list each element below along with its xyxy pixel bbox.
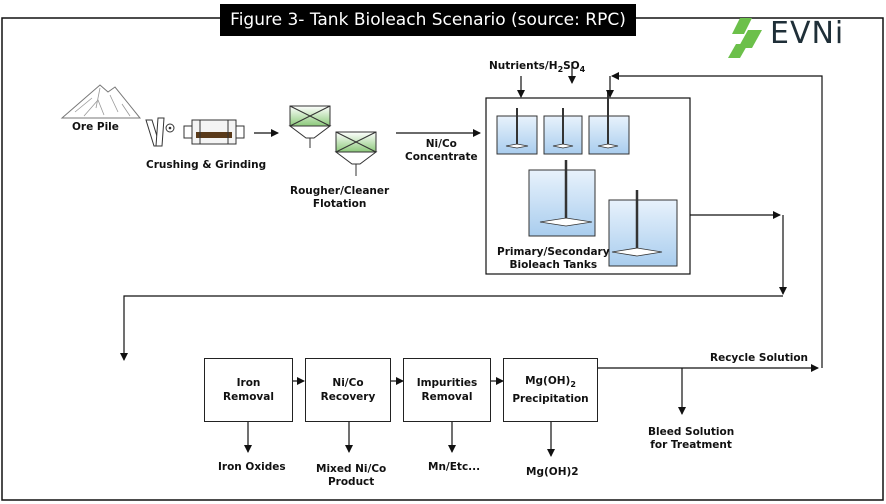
- flotation-label: Rougher/Cleaner Flotation: [290, 185, 389, 211]
- mixed-product-label: Mixed Ni/Co Product: [316, 463, 386, 489]
- flotation-cell-2-icon: [334, 131, 378, 176]
- bioleach-tanks-label: Primary/Secondary Bioleach Tanks: [497, 246, 610, 272]
- mgoh2-output-label: Mg(OH)2: [526, 466, 579, 478]
- concentrate-label: Ni/Co Concentrate: [405, 138, 478, 164]
- crushing-label: Crushing & Grinding: [146, 159, 267, 171]
- tank-3-icon: [588, 92, 630, 155]
- concentrate-label-line2: Concentrate: [405, 151, 478, 163]
- iron-removal-box: Iron Removal: [204, 358, 293, 422]
- box-line1-sub: 2: [570, 380, 576, 390]
- mixed-product-line1: Mixed Ni/Co: [316, 463, 387, 475]
- nutrients-sub: 2: [557, 65, 564, 75]
- concentrate-label-line1: Ni/Co: [425, 138, 457, 150]
- ore-pile-icon: [60, 84, 142, 119]
- mixed-product-line2: Product: [327, 476, 375, 488]
- evni-logo-icon: [728, 18, 762, 58]
- box-line2: Removal: [223, 391, 274, 403]
- flotation-cell-1-icon: [288, 105, 332, 148]
- nutrients-text: Nutrients/H: [489, 60, 558, 72]
- tank-1-icon: [496, 108, 538, 155]
- box-line2: Precipitation: [512, 393, 589, 406]
- ore-pile-label: Ore Pile: [72, 121, 119, 133]
- bleed-label-line2: for Treatment: [650, 439, 732, 451]
- impurities-removal-box: Impurities Removal: [403, 358, 491, 422]
- tank-4-icon: [528, 160, 596, 237]
- flotation-label-line2: Flotation: [312, 198, 367, 210]
- tank-2-icon: [543, 108, 583, 155]
- bleed-solution-label: Bleed Solution for Treatment: [648, 426, 734, 452]
- bleed-label-line1: Bleed Solution: [648, 426, 735, 438]
- nico-recovery-box: Ni/Co Recovery: [305, 358, 391, 422]
- logo-wordmark: EVNi: [770, 16, 845, 51]
- nutrients-sub2: 4: [579, 65, 586, 75]
- box-line1-text: Mg(OH): [525, 374, 571, 387]
- figure-title: Figure 3- Tank Bioleach Scenario (source…: [220, 4, 636, 36]
- tanks-label-line1: Primary/Secondary: [497, 246, 610, 258]
- flotation-label-line1: Rougher/Cleaner: [290, 185, 390, 197]
- box-line1: Impurities: [416, 377, 478, 389]
- box-line1: Ni/Co: [332, 377, 364, 389]
- nutrients-label: Nutrients/H2SO4: [489, 60, 585, 76]
- recycle-solution-label: Recycle Solution: [710, 352, 809, 364]
- arrow-recycle-return: [611, 72, 823, 368]
- mn-etc-label: Mn/Etc...: [428, 461, 481, 473]
- box-line2: Recovery: [320, 391, 376, 403]
- arrow-to-iron-removal: [120, 295, 783, 361]
- outer-frame: [1, 17, 884, 501]
- tank-5-icon: [608, 190, 678, 267]
- box-line1: Iron: [236, 377, 261, 389]
- nutrients-tail: SO: [563, 60, 580, 72]
- box-line2: Removal: [421, 391, 473, 403]
- crusher-icon: [145, 117, 175, 147]
- mgoh2-precipitation-box: Mg(OH)2 Precipitation: [503, 358, 598, 422]
- box-line1: Mg(OH)2: [525, 374, 576, 392]
- iron-oxides-label: Iron Oxides: [218, 461, 286, 473]
- grinding-mill-icon: [183, 119, 245, 145]
- tanks-label-line2: Bioleach Tanks: [509, 259, 598, 271]
